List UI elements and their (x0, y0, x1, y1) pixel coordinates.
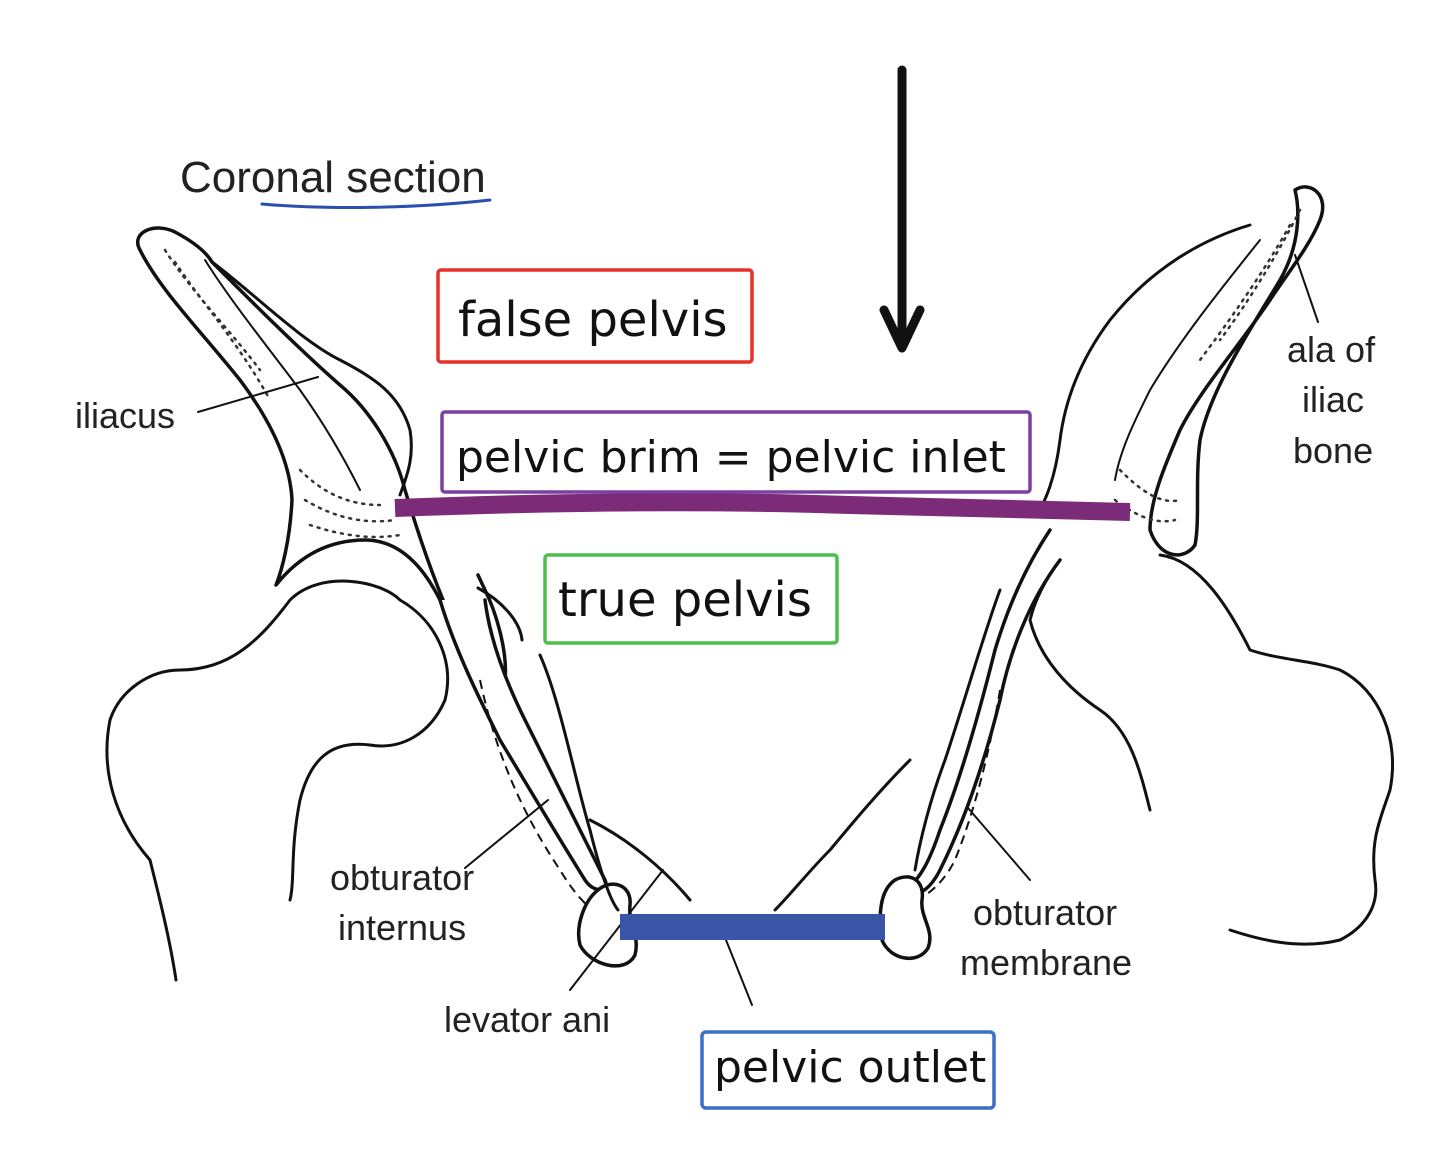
obturator-membrane-label-line1: obturator (973, 892, 1117, 933)
down-arrow-icon (879, 65, 925, 353)
title-underline (260, 198, 492, 209)
obturator-internus-label-line1: obturator (330, 857, 474, 898)
iliacus-leader (197, 376, 319, 413)
pelvic-inlet-bar (394, 493, 1131, 521)
right-hip-bone (773, 185, 1395, 960)
ala-label-line2: iliac (1302, 379, 1364, 420)
pelvic-outlet-label: pelvic outlet (714, 1042, 986, 1093)
false-pelvis-box: false pelvis (436, 268, 754, 364)
diagram-title: Coronal section (180, 153, 486, 202)
obturator-membrane-leader (967, 807, 1031, 881)
pelvic-outlet-box: pelvic outlet (700, 1030, 996, 1110)
iliacus-label: iliacus (75, 395, 175, 436)
false-pelvis-label: false pelvis (458, 292, 728, 348)
levator-ani-leader (569, 869, 664, 991)
leader-lines (197, 254, 1319, 1006)
ala-label-line1: ala of (1287, 329, 1376, 370)
true-pelvis-box: true pelvis (543, 553, 839, 645)
obturator-internus-leader (464, 799, 549, 869)
pelvic-brim-box: pelvic brim = pelvic inlet (440, 410, 1032, 494)
ala-leader (1294, 254, 1319, 323)
levator-ani-label: levator ani (444, 999, 610, 1040)
left-hip-bone (105, 226, 692, 982)
pelvic-brim-label: pelvic brim = pelvic inlet (456, 432, 1006, 483)
obturator-membrane-label-line2: membrane (960, 942, 1132, 983)
pelvic-outlet-bar (620, 914, 885, 940)
obturator-internus-label-line2: internus (338, 907, 466, 948)
ala-label-line3: bone (1293, 430, 1373, 471)
true-pelvis-label: true pelvis (558, 572, 812, 628)
